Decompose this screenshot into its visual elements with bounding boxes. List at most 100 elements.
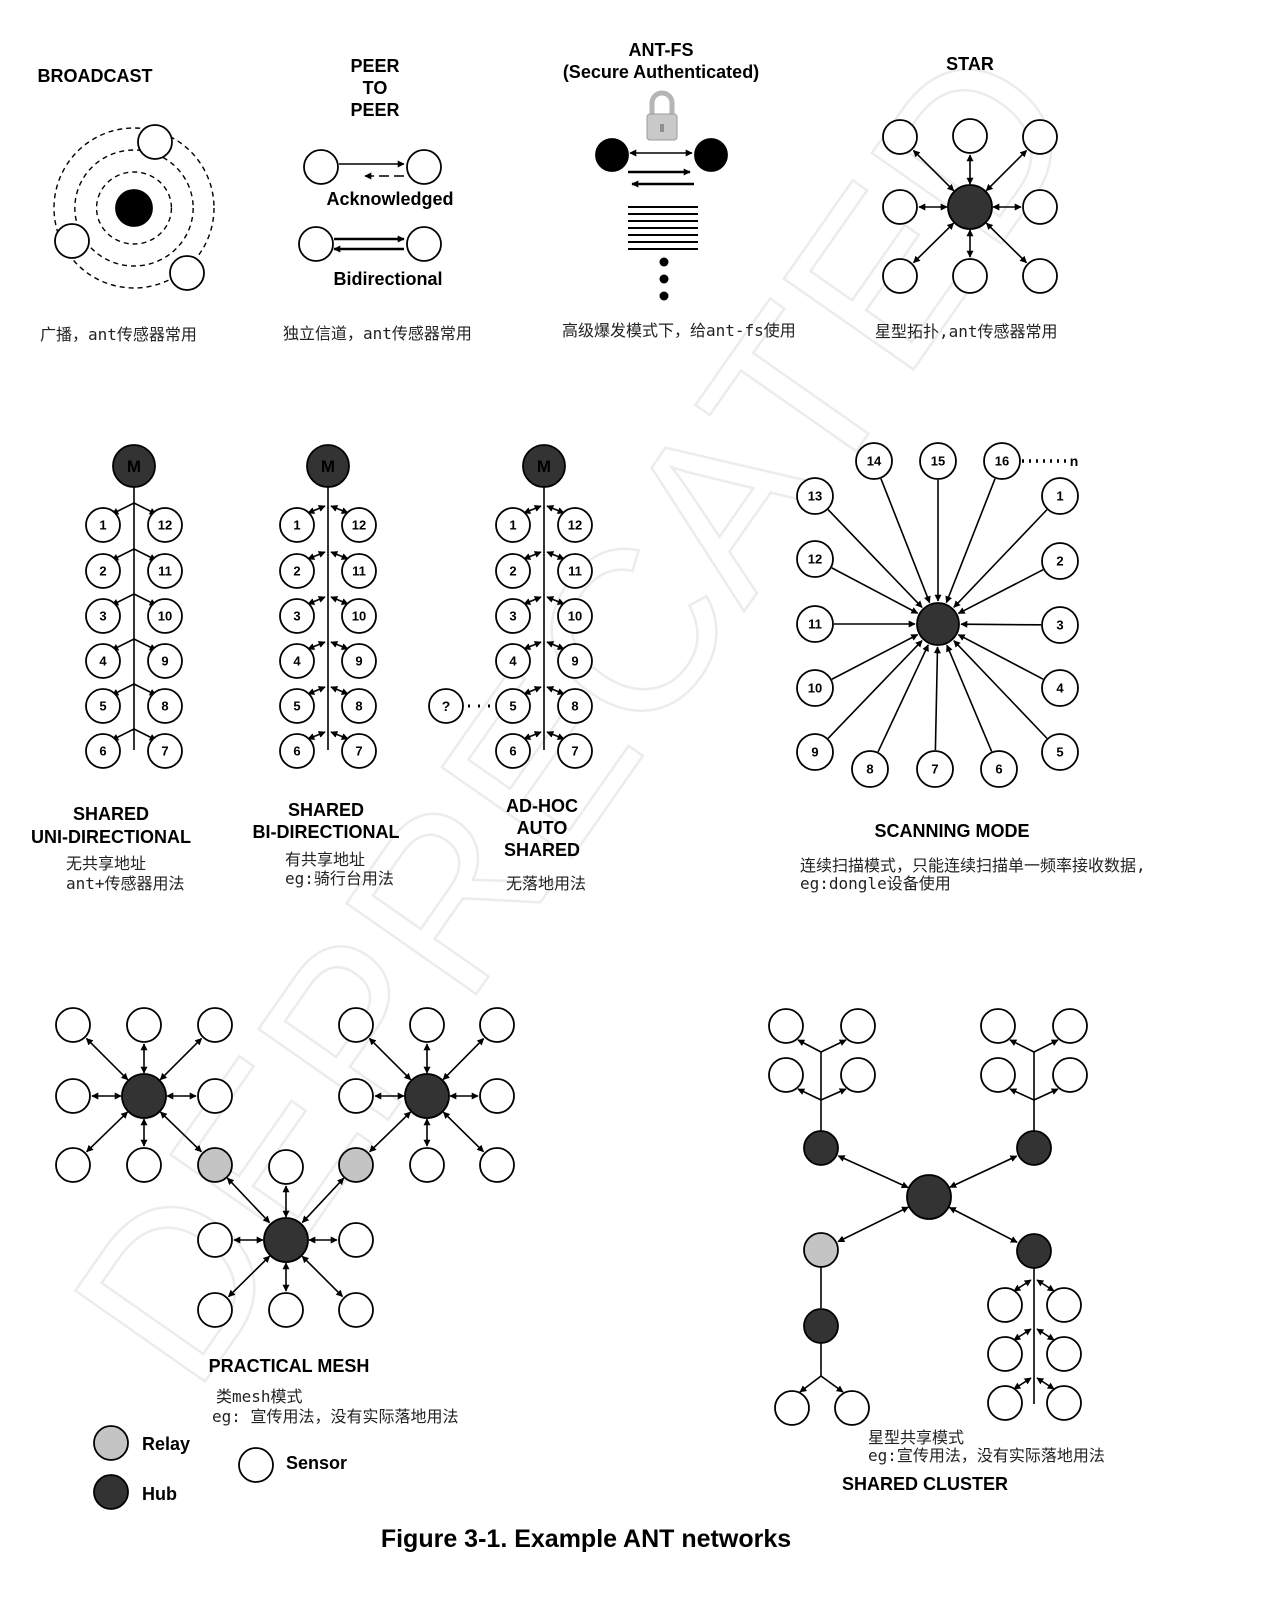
adhoc-title-3: SHARED [504,840,580,860]
node-label: 12 [808,552,822,567]
node-circle [279,688,315,724]
node-circle [987,1287,1023,1323]
connection-line [837,1206,909,1243]
broadcast-ring [95,171,173,245]
node-circle [796,669,834,707]
node-circle [341,507,377,543]
slave-node: 1 [279,507,315,543]
peer-node [406,226,442,262]
node-circle [341,688,377,724]
connection-line [985,149,1028,192]
node-circle [126,1007,162,1043]
node-circle [268,1149,304,1185]
mesh-sensor [479,1078,515,1114]
node-circle [85,598,121,634]
node-circle [840,1008,876,1044]
mesh-hub [263,1217,309,1263]
node-circle [557,507,593,543]
shared-branch [133,683,157,696]
antfs-title-2: (Secure Authenticated) [563,62,759,82]
connection-line [912,222,955,264]
node-circle [983,442,1021,480]
slave-node: 8 [341,688,377,724]
mesh-sensor [197,1078,233,1114]
cluster-branch [1033,1088,1059,1101]
scan-arrow [831,567,919,614]
practical-mesh-title: PRACTICAL MESH [209,1356,370,1376]
network-nodes: M123456121110987M123456121110987M1234561… [54,118,1088,1510]
connection-line [159,1037,203,1081]
shared-branch [133,548,157,561]
burst-data-bars [628,206,698,250]
cluster-branch [1036,1279,1055,1292]
node-circle [916,750,954,788]
node-label: 11 [808,617,822,632]
node-circle [115,189,153,227]
broadcast-ring [74,149,194,267]
shared-branch [111,728,135,741]
node-circle [85,507,121,543]
node-circle [1052,1008,1088,1044]
node-circle [197,1292,233,1328]
broadcast-note: 广播，ant传感器常用 [40,325,197,344]
node-circle [906,1174,952,1220]
shared-branch [133,593,157,606]
shared-branch [133,638,157,651]
node-circle [121,1073,167,1119]
mesh-hub [404,1073,450,1119]
legend-sensor-swatch [238,1447,274,1483]
legend-relay-label: Relay [142,1434,190,1454]
slave-node: 5 [279,688,315,724]
scan-node: 14 [855,442,893,480]
node-circle [557,553,593,589]
slave-node: 3 [495,598,531,634]
antfs-note: 高级爆发模式下，给ant-fs使用 [562,321,796,340]
node-circle [803,1130,839,1166]
slave-node: 9 [147,643,183,679]
node-label: 2 [293,564,300,579]
node-circle [279,553,315,589]
node-circle [1046,1287,1082,1323]
node-label: 1 [1056,489,1063,504]
slave-node: 10 [147,598,183,634]
master-node: M [112,444,156,488]
scan-arrow [880,478,931,604]
node-circle [557,643,593,679]
shared-branch [307,731,326,740]
node-label: 9 [571,654,578,669]
mesh-sensor [197,1292,233,1328]
master-node: M [522,444,566,488]
scan-node: 2 [1041,542,1079,580]
node-label: 7 [931,762,938,777]
legend-hub-label: Hub [142,1484,177,1504]
node-circle [263,1217,309,1263]
connection-line [442,1037,485,1081]
scan-node: 15 [919,442,957,480]
node-circle [85,643,121,679]
slave-node: 12 [147,507,183,543]
node-circle [279,598,315,634]
node-circle [1041,733,1079,771]
shared-branch [546,686,565,695]
node-circle [93,1474,129,1510]
node-circle [919,442,957,480]
node-circle [197,1147,233,1183]
node-circle [338,1292,374,1328]
figure-caption: Figure 3-1. Example ANT networks [381,1525,791,1553]
scan-arrow [953,640,1048,739]
node-label: 5 [99,699,106,714]
peer-node [406,149,442,185]
scan-arrow [946,644,993,752]
node-label: 3 [509,609,516,624]
star-title: STAR [946,54,994,74]
cluster-branch [797,1088,822,1101]
cluster-branch [799,1375,822,1393]
node-label: 11 [352,564,366,579]
node-circle [980,750,1018,788]
node-circle [238,1447,274,1483]
star-sensor [952,258,988,294]
shared-branch [523,731,542,740]
cluster-center-hub [906,1174,952,1220]
node-label: 2 [99,564,106,579]
